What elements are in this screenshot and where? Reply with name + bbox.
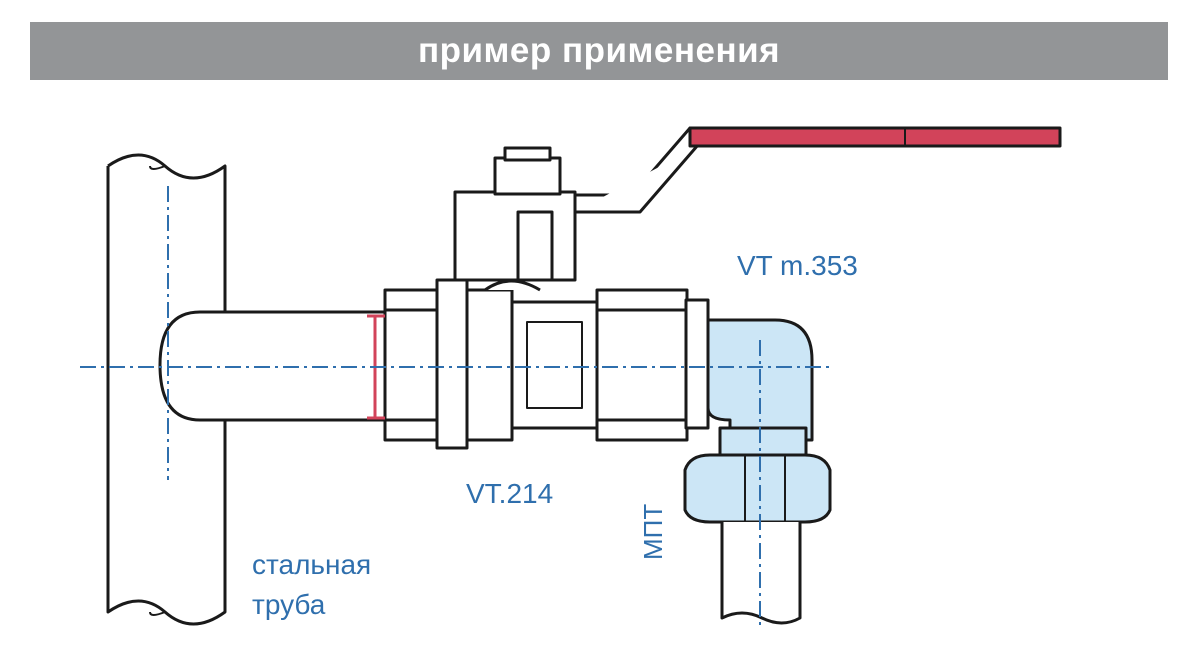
page-title: пример применения bbox=[417, 31, 781, 70]
steel-pipe-label: стальная труба bbox=[252, 545, 371, 625]
elbow-fitting bbox=[683, 298, 832, 524]
steel-pipe-label-line2: труба bbox=[252, 589, 326, 620]
pipe-type-label: МПТ bbox=[638, 503, 668, 560]
axis-lines bbox=[80, 186, 830, 630]
ball-valve-label: VT.214 bbox=[466, 478, 554, 509]
steel-pipe-label-line1: стальная bbox=[252, 549, 372, 580]
valve-handle bbox=[453, 126, 1062, 282]
elbow-fitting-label: VT m.353 bbox=[737, 250, 858, 281]
branch-pipe bbox=[158, 310, 385, 422]
title-banner: пример применения bbox=[30, 22, 1168, 80]
ball-valve-body bbox=[383, 278, 689, 450]
